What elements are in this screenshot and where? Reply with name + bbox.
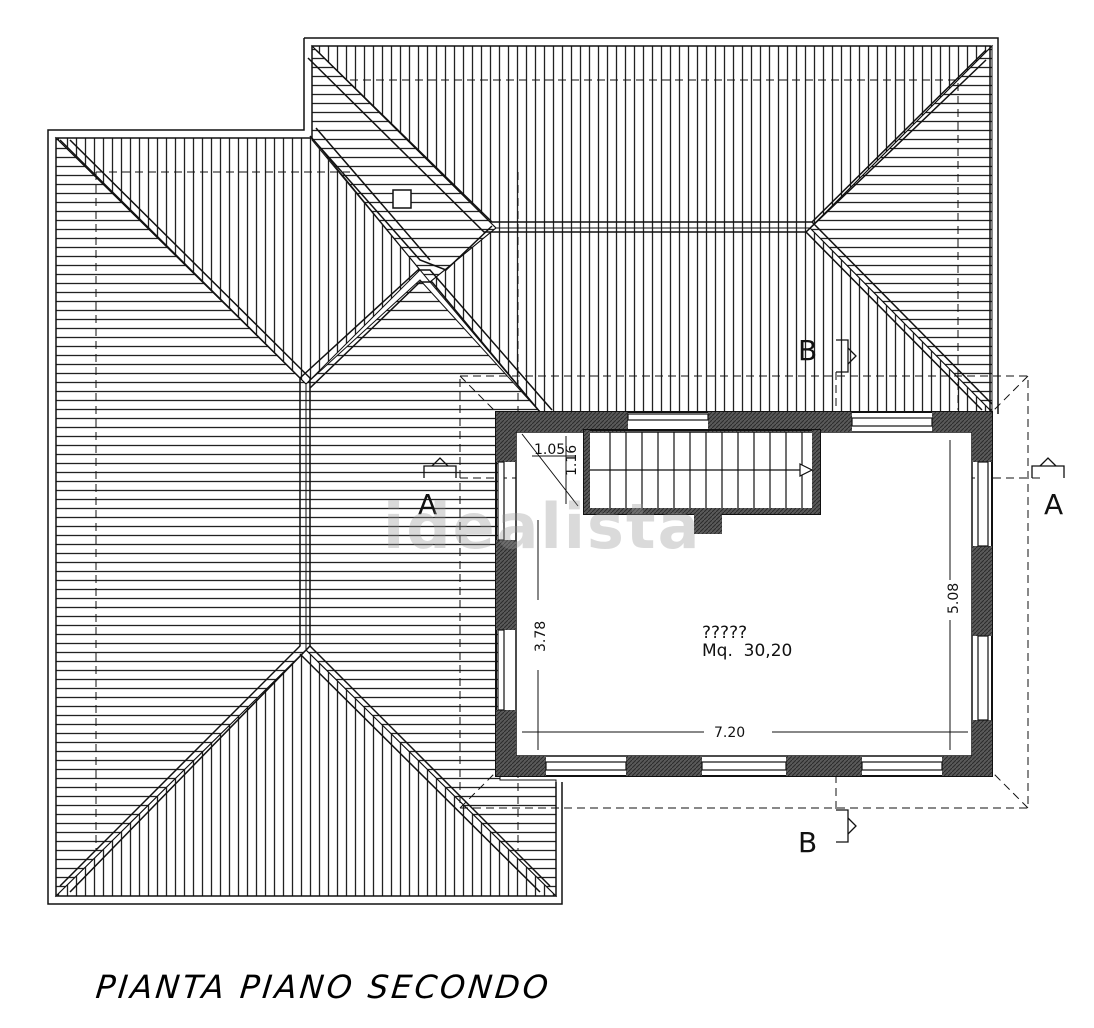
section-b-bottom-label: B [798, 826, 817, 859]
dimension-lines [522, 440, 968, 750]
room-area: Mq. 30,20 [702, 641, 792, 661]
drawing-text: 1.05 1.16 3.78 5.08 7.20 ????? Mq. 30,20… [418, 334, 1063, 859]
room-name: ????? [702, 623, 747, 643]
dim-bottom-width: 7.20 [714, 725, 745, 741]
section-a-left-label: A [418, 488, 437, 521]
staircase [521, 429, 821, 534]
drawing-title: PIANTA PIANO SECONDO [94, 968, 553, 1006]
windows [497, 413, 989, 771]
watermark: idealista [383, 490, 702, 563]
dim-left-height: 3.78 [533, 621, 549, 652]
roof-planes [54, 44, 994, 898]
section-a-right-label: A [1044, 488, 1063, 521]
section-b-top-label: B [798, 334, 817, 367]
room-walls [495, 411, 993, 777]
chimney [392, 189, 412, 209]
dim-stair-width: 1.05 [534, 442, 565, 458]
roof-outlines [47, 37, 999, 905]
section-arrows [423, 339, 1065, 843]
dim-right-height: 5.08 [946, 583, 962, 614]
dim-stair-height: 1.16 [564, 445, 580, 476]
